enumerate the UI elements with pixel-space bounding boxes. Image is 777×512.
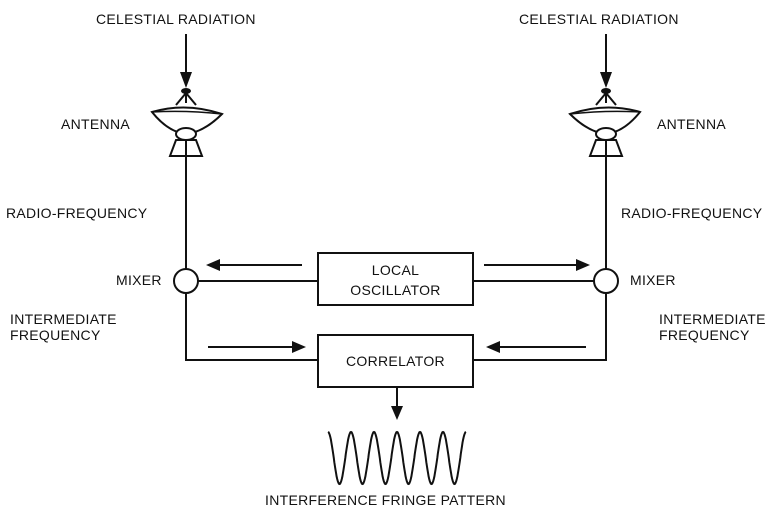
right-if-arrow — [486, 341, 586, 353]
left-rf-label: RADIO-FREQUENCY — [6, 205, 148, 221]
right-if-label-line1: INTERMEDIATE — [659, 311, 766, 327]
left-antenna-label: ANTENNA — [61, 116, 130, 132]
left-mixer-icon — [173, 268, 199, 294]
right-radiation-label: CELESTIAL RADIATION — [519, 11, 679, 27]
left-if-arrow — [208, 341, 306, 353]
right-if-label-line2: FREQUENCY — [659, 327, 750, 343]
lo-to-left-mixer-arrow — [206, 259, 302, 271]
left-antenna-icon — [150, 88, 224, 157]
right-rf-label: RADIO-FREQUENCY — [621, 205, 763, 221]
right-antenna-label: ANTENNA — [657, 116, 726, 132]
left-radiation-arrow — [180, 34, 192, 88]
left-radiation-label: CELESTIAL RADIATION — [96, 11, 256, 27]
right-if-line — [473, 293, 607, 361]
left-mixer-label: MIXER — [116, 272, 162, 288]
fringe-pattern-label: INTERFERENCE FRINGE PATTERN — [265, 492, 506, 508]
lo-to-right-mixer-arrow — [484, 259, 590, 271]
right-mixer-icon — [593, 268, 619, 294]
left-if-label-line2: FREQUENCY — [10, 327, 101, 343]
local-oscillator-label-line2: OSCILLATOR — [350, 282, 440, 298]
correlator-output-arrow — [391, 387, 403, 420]
left-if-label-line1: INTERMEDIATE — [10, 311, 117, 327]
right-radiation-arrow — [600, 34, 612, 88]
right-mixer-label: MIXER — [630, 272, 676, 288]
local-oscillator-label-line1: LOCAL — [372, 262, 419, 278]
fringe-pattern-wave — [327, 430, 467, 486]
left-if-line — [185, 293, 318, 361]
correlator-box — [317, 334, 474, 388]
right-antenna-icon — [568, 88, 642, 157]
local-oscillator-box — [317, 252, 474, 306]
correlator-label: CORRELATOR — [346, 353, 445, 369]
